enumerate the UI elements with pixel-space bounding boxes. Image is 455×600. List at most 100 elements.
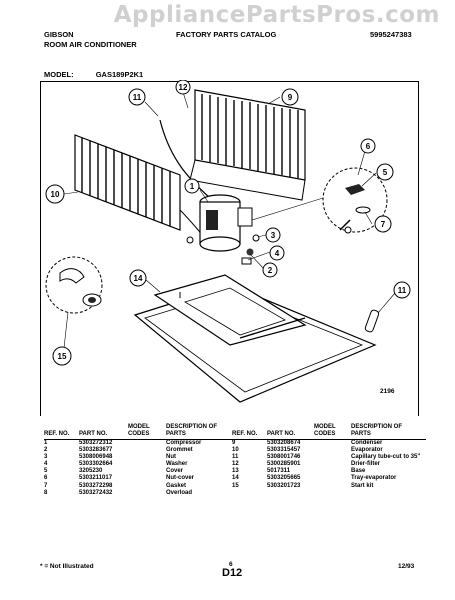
col-desc: DESCRIPTION OF PARTS <box>351 424 403 437</box>
section-code: D12 <box>222 567 243 579</box>
product-name: ROOM AIR CONDITIONER <box>44 40 137 49</box>
part-desc: Base <box>351 468 366 475</box>
table-row: 6 5303211017 Nut-cover <box>44 475 239 482</box>
table-row: 11 5308001746 Capillary tube-cut to 35" <box>232 454 426 461</box>
part-desc: Condenser <box>351 440 383 446</box>
drier-filter <box>364 309 380 333</box>
col-model: MODEL CODES <box>314 424 336 437</box>
ref-no: 15 <box>232 482 239 489</box>
col-part: PART NO. <box>79 430 108 437</box>
ref-no: 3 <box>44 454 48 461</box>
part-desc: Evaporator <box>351 447 383 454</box>
ref-no: 7 <box>44 482 48 489</box>
ref-no: 1 <box>44 440 48 446</box>
ref-no: 6 <box>44 475 48 482</box>
part-no: 5303283677 <box>79 447 113 454</box>
washer <box>241 257 252 265</box>
part-no: 5303208674 <box>267 440 301 446</box>
ref-no: 8 <box>44 489 48 496</box>
gasket-part <box>355 206 371 214</box>
brand-name: GIBSON <box>44 30 74 39</box>
overload-detail-circle <box>322 167 388 233</box>
base-tray <box>133 274 377 403</box>
table-header-row: REF. NO. PART NO. MODEL CODES DESCRIPTIO… <box>44 424 239 440</box>
part-no: 5303315457 <box>267 447 301 454</box>
top-rule <box>40 81 418 82</box>
table-row: 13 5017311 Base <box>232 468 426 475</box>
ref-no: 5 <box>44 468 48 475</box>
diagram-svg: 11 12 9 10 1 3 4 2 6 5 7 11 14 15 <box>45 79 411 403</box>
figure-number: 2196 <box>380 388 395 395</box>
callout-12: 12 <box>179 83 188 92</box>
table-row: 8 5303272432 Overload <box>44 490 239 497</box>
condenser-coil <box>189 89 306 201</box>
col-ref: REF. NO. <box>232 430 258 437</box>
part-desc: Washer <box>166 461 188 468</box>
catalog-title: FACTORY PARTS CATALOG <box>176 30 277 39</box>
part-desc: Grommet <box>166 447 193 454</box>
model-value: GAS189P2K1 <box>95 70 144 79</box>
callout-6: 6 <box>366 142 371 151</box>
callout-15: 15 <box>58 352 67 361</box>
doc-number: 5995247383 <box>370 30 412 39</box>
part-desc: Overload <box>166 489 193 496</box>
part-no: 5017311 <box>267 468 291 475</box>
part-no: 3205230 <box>79 468 103 475</box>
part-desc: Capillary tube-cut to 35" <box>351 454 421 461</box>
part-desc: Nut-cover <box>166 475 195 482</box>
part-desc: Drier-filter <box>351 461 381 468</box>
start-kit-detail-circle <box>45 256 103 314</box>
callout-5: 5 <box>383 168 388 177</box>
grommet <box>246 248 254 256</box>
parts-table-right: REF. NO. PART NO. MODEL CODES DESCRIPTIO… <box>232 424 426 490</box>
part-desc: Nut <box>166 454 176 461</box>
right-rule <box>418 81 419 416</box>
callout-3: 3 <box>271 231 276 240</box>
part-no: 5303302664 <box>79 461 113 468</box>
col-ref: REF. NO. <box>44 430 70 437</box>
callout-2: 2 <box>268 266 273 275</box>
watermark: AppliancePartsPros.com <box>113 2 440 28</box>
part-desc: Tray-evaporator <box>351 475 397 482</box>
callout-10: 10 <box>51 190 60 199</box>
left-rule <box>40 81 41 416</box>
nut <box>252 234 260 242</box>
part-no: 5300285901 <box>267 461 301 468</box>
callout-9: 9 <box>288 93 293 102</box>
callout-7: 7 <box>381 220 386 229</box>
ref-no: 11 <box>232 454 239 461</box>
part-no: 5303211017 <box>79 475 113 482</box>
ref-no: 9 <box>232 440 236 446</box>
part-desc: Gasket <box>166 482 187 489</box>
part-no: 5308006948 <box>79 454 113 461</box>
page-number: 6 <box>229 561 233 568</box>
table-header-row: REF. NO. PART NO. MODEL CODES DESCRIPTIO… <box>232 424 426 440</box>
part-no: 5303272432 <box>79 489 113 496</box>
callout-14: 14 <box>134 274 143 283</box>
col-model: MODEL CODES <box>128 424 150 437</box>
part-no: 5303201723 <box>267 482 301 489</box>
ref-no: 13 <box>232 468 239 475</box>
callout-4: 4 <box>275 249 280 258</box>
parts-table-left: REF. NO. PART NO. MODEL CODES DESCRIPTIO… <box>44 424 239 497</box>
footnote: * = Not Illustrated <box>40 563 94 570</box>
part-desc: Start kit <box>351 482 374 489</box>
evaporator-coil <box>74 134 181 231</box>
part-no: 5308001746 <box>267 454 301 461</box>
model-label: MODEL: <box>44 70 74 79</box>
callout-11: 11 <box>133 93 142 102</box>
table-row: 15 5303201723 Start kit <box>232 483 426 490</box>
col-part: PART NO. <box>267 430 296 437</box>
part-no: 5303205665 <box>267 475 301 482</box>
compressor <box>186 194 253 252</box>
exploded-parts-diagram: 11 12 9 10 1 3 4 2 6 5 7 11 14 15 <box>40 79 430 415</box>
ref-no: 10 <box>232 447 239 454</box>
cover-part <box>345 184 365 195</box>
